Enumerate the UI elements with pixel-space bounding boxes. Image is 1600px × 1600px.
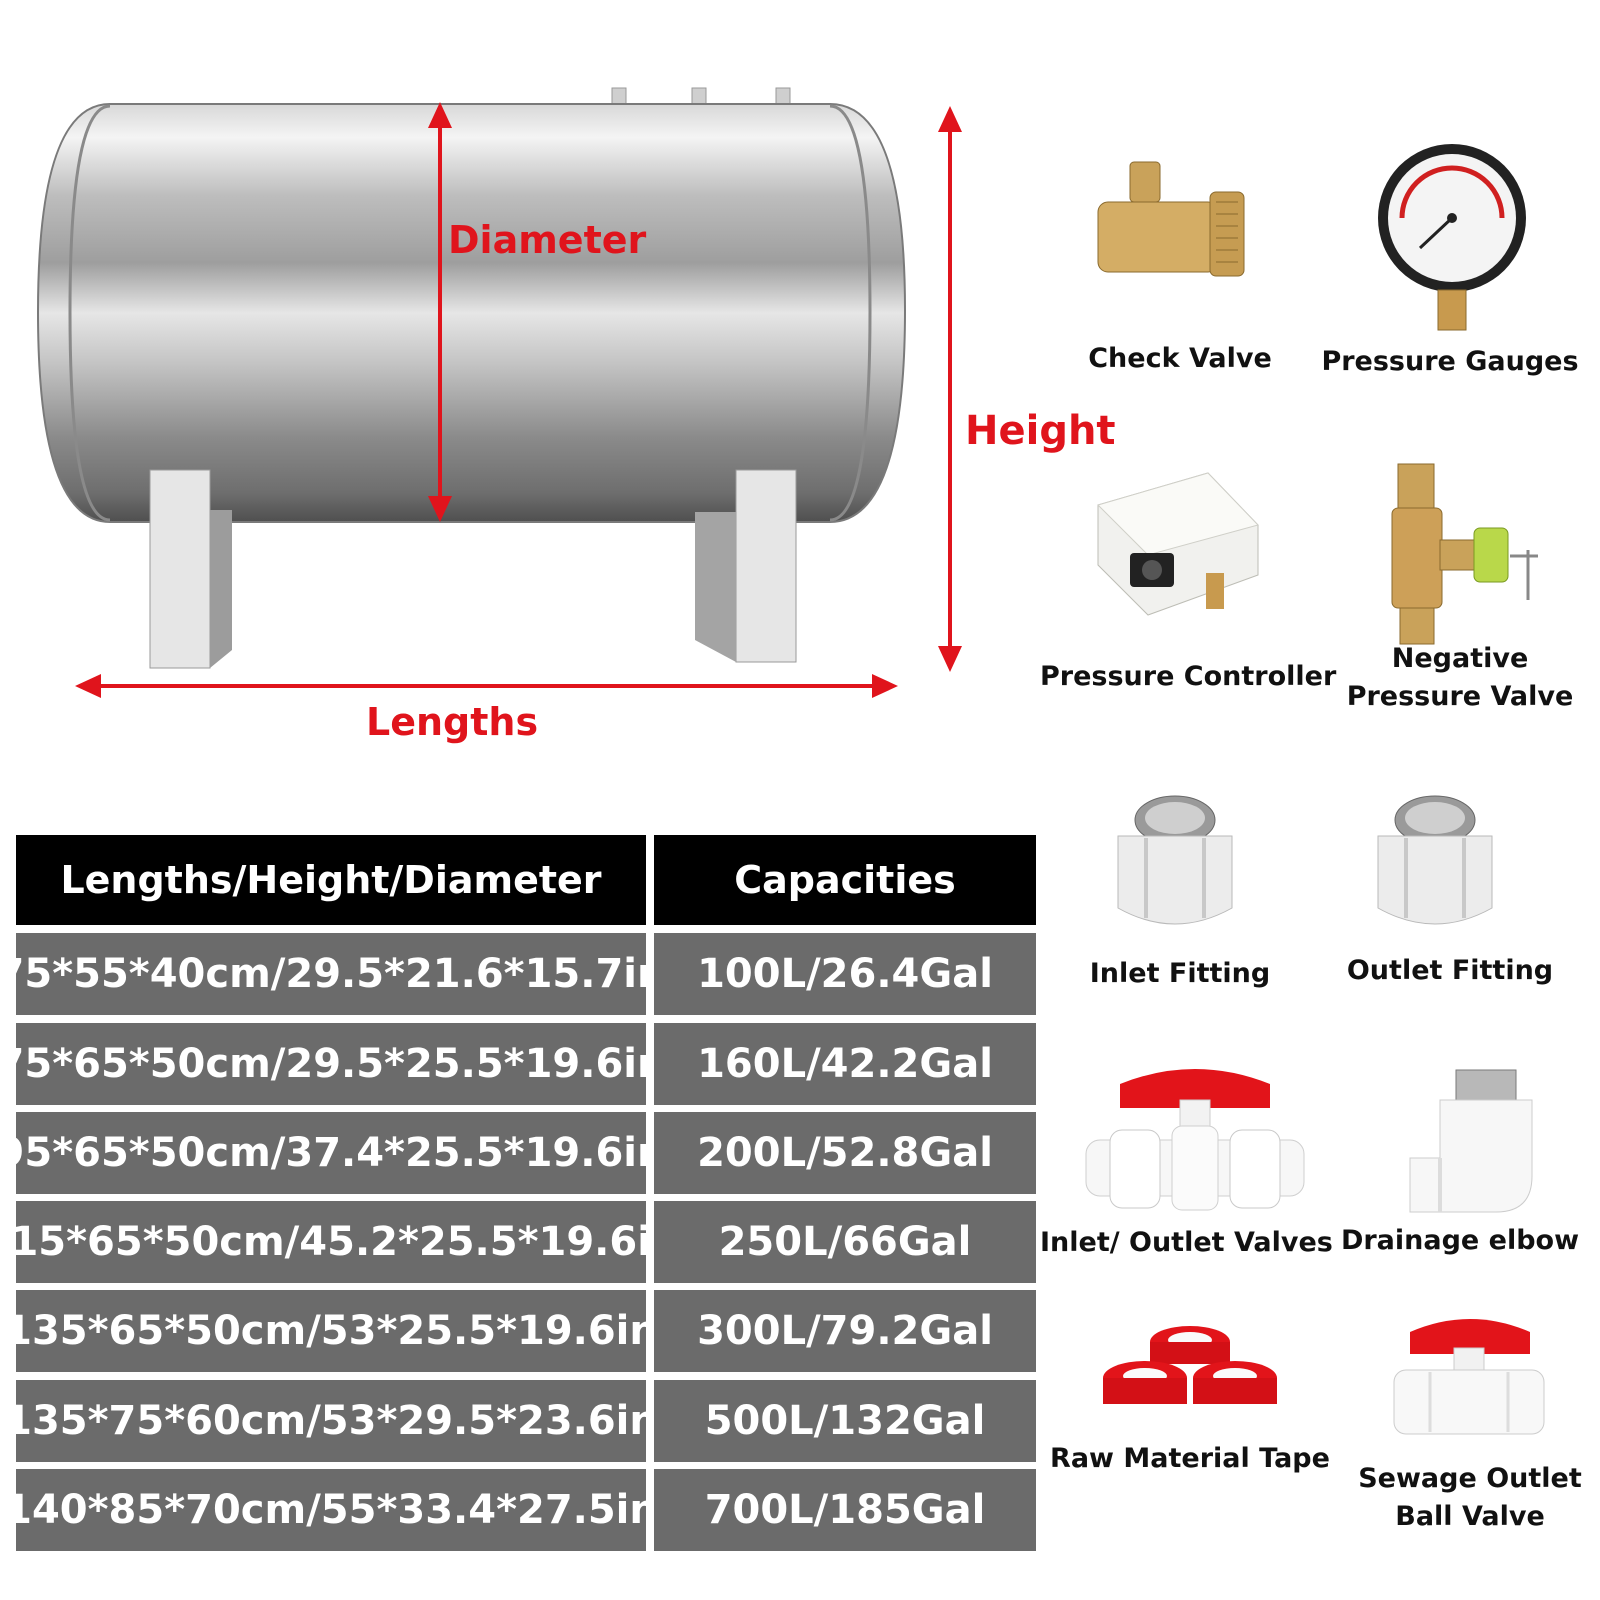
part-label-drainage-elbow: Drainage elbow: [1340, 1225, 1580, 1256]
lengths-label: Lengths: [366, 700, 539, 744]
tank-ports: [611, 87, 791, 107]
table-cell-dimensions: 140*85*70cm/55*33.4*27.5in: [4, 1469, 658, 1551]
table-row: 135*65*50cm/53*25.5*19.6in 300L/79.2Gal: [4, 1290, 1036, 1372]
table-cell-capacity: 160L/42.2Gal: [654, 1023, 1036, 1105]
part-label-inlet-fitting: Inlet Fitting: [1089, 958, 1271, 989]
table-row: 135*75*60cm/53*29.5*23.6in 500L/132Gal: [4, 1380, 1036, 1462]
tank-body: [36, 103, 907, 523]
table-cell-dimensions: 75*55*40cm/29.5*21.6*15.7in: [0, 933, 665, 1015]
table-cell-capacity: 250L/66Gal: [654, 1201, 1036, 1283]
part-label-pressure-gauges: Pressure Gauges: [1321, 346, 1579, 377]
ball-valve-icon: [1085, 1069, 1305, 1211]
part-label-pressure-controller: Pressure Controller: [1040, 661, 1337, 692]
inlet-fitting-icon: [1117, 795, 1233, 925]
table-cell-capacity: 100L/26.4Gal: [654, 933, 1036, 1015]
part-label-sewage-outlet-ball-valve: Sewage Outlet Ball Valve: [1358, 1463, 1582, 1532]
negative-pressure-valve-icon: [1391, 463, 1538, 645]
table-header-row: Lengths/Height/Diameter Capacities: [16, 835, 1036, 925]
length-arrow: [75, 674, 898, 698]
part-label-negative-pressure-valve: Negative Pressure Valve: [1346, 643, 1574, 712]
part-label-outlet-fitting: Outlet Fitting: [1346, 955, 1554, 986]
table-cell-dimensions: 75*65*50cm/29.5*25.5*19.6in: [0, 1023, 665, 1105]
diameter-label: Diameter: [448, 218, 647, 262]
table-cell-dimensions: 95*65*50cm/37.4*25.5*19.6in: [0, 1112, 665, 1194]
part-label-raw-material-tape: Raw Material Tape: [1050, 1443, 1330, 1474]
part-label-inlet-outlet-valves: Inlet/ Outlet Valves: [1040, 1227, 1333, 1258]
tape-icon: [1103, 1326, 1277, 1404]
table-cell-capacity: 300L/79.2Gal: [654, 1290, 1036, 1372]
check-valve-icon: [1097, 161, 1245, 277]
outlet-fitting-icon: [1377, 795, 1493, 925]
diameter-arrow: [428, 102, 452, 522]
table-header-dimensions: Lengths/Height/Diameter: [16, 835, 646, 925]
table-row: 95*65*50cm/37.4*25.5*19.6in 200L/52.8Gal: [0, 1112, 1036, 1194]
table-header-capacities: Capacities: [654, 835, 1036, 925]
table-cell-dimensions: 135*75*60cm/53*29.5*23.6in: [4, 1380, 658, 1462]
table-cell-dimensions: 135*65*50cm/53*25.5*19.6in: [4, 1290, 658, 1372]
tank-legs: [149, 469, 797, 669]
ball-valve-icon: [1393, 1319, 1545, 1435]
table-row: 75*55*40cm/29.5*21.6*15.7in 100L/26.4Gal: [0, 933, 1036, 1015]
height-label: Height: [965, 408, 1116, 454]
part-label-check-valve: Check Valve: [1088, 343, 1272, 374]
table-cell-capacity: 700L/185Gal: [654, 1469, 1036, 1551]
pressure-gauge-icon: [1378, 144, 1526, 331]
table-row: 75*65*50cm/29.5*25.5*19.6in 160L/42.2Gal: [0, 1023, 1036, 1105]
height-arrow: [938, 106, 962, 672]
pressure-controller-icon: [1097, 472, 1259, 616]
tank-illustration: [36, 87, 962, 698]
table-cell-capacity: 500L/132Gal: [654, 1380, 1036, 1462]
table-row: 140*85*70cm/55*33.4*27.5in 700L/185Gal: [4, 1469, 1036, 1551]
table-cell-capacity: 200L/52.8Gal: [654, 1112, 1036, 1194]
table-cell-dimensions: 115*65*50cm/45.2*25.5*19.6in: [0, 1201, 679, 1283]
elbow-icon: [1409, 1069, 1533, 1213]
table-row: 115*65*50cm/45.2*25.5*19.6in 250L/66Gal: [0, 1201, 1036, 1283]
